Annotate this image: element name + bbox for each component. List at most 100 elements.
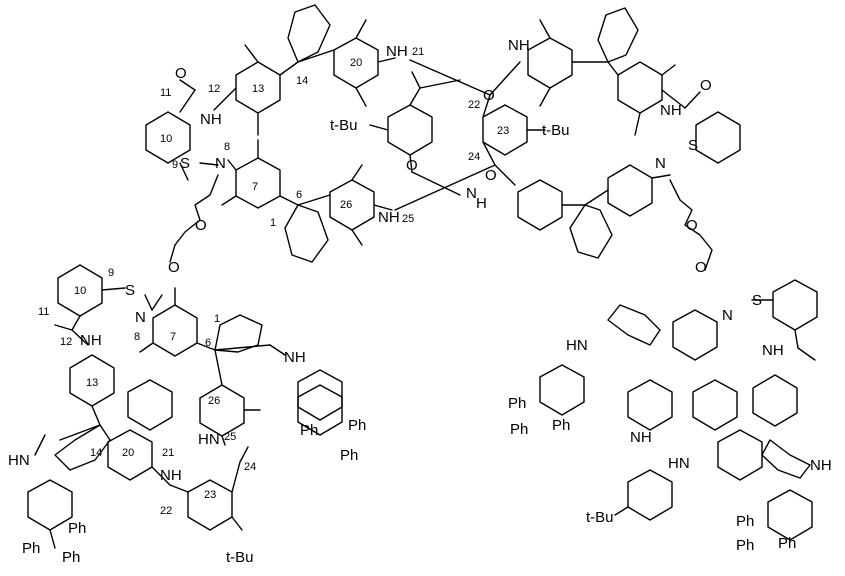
label-ph-3: Ph	[340, 447, 358, 464]
label-tbu-right: t-Bu	[542, 122, 570, 139]
num-7-bottom: 7	[170, 331, 176, 343]
ring-tr-e	[517, 179, 563, 231]
num-10-bottom: 10	[74, 285, 86, 297]
ring-bl-20	[107, 429, 153, 481]
label-ph-8: Ph	[510, 421, 528, 438]
label-tbu-bottom-left: t-Bu	[226, 549, 254, 566]
label-o-isophthal-bottom: O	[406, 157, 418, 174]
num-23-bottom: 23	[204, 489, 216, 501]
label-ph-6: Ph	[62, 549, 80, 566]
ring-bl-7	[152, 304, 198, 357]
label-o-ether-3: O	[686, 217, 698, 234]
label-tbu-top: t-Bu	[330, 117, 358, 134]
label-o-11: O	[175, 65, 187, 82]
bottom-right-unit	[539, 279, 818, 541]
ring-bl-trityl-phenyl-2	[297, 384, 343, 436]
label-n-8: N	[215, 155, 226, 172]
label-nh-br-right: NH	[762, 342, 784, 359]
ring-bl-trityl-phenyl	[27, 479, 73, 531]
label-s-top-left: S	[180, 155, 190, 172]
label-nh-21: NH	[386, 43, 408, 60]
num-6-top: 6	[296, 189, 302, 201]
num-7-top: 7	[252, 181, 258, 193]
num-14-top: 14	[296, 75, 308, 87]
cyclohexane-bl-14	[54, 424, 111, 471]
ring-br-e	[717, 429, 763, 481]
label-nh-tr-amide: NH	[660, 102, 682, 119]
num-13-top: 13	[252, 83, 264, 95]
num-24-top: 24	[468, 151, 480, 163]
label-ph-5: Ph	[68, 520, 86, 537]
num-22-bottom: 22	[160, 505, 172, 517]
label-ph-1: Ph	[300, 422, 318, 439]
label-tbu-bottom-right: t-Bu	[586, 509, 614, 526]
label-nh-21-bottom: NH	[160, 467, 182, 484]
label-s-bottom-left: S	[125, 282, 135, 299]
label-nh-25: NH	[378, 209, 400, 226]
ring-tr-b	[617, 61, 663, 114]
num-25-top: 25	[402, 213, 414, 225]
ring-br-b	[672, 309, 718, 361]
ring-10	[145, 111, 191, 164]
label-nh-br-middle: NH	[630, 429, 652, 446]
ring-br-a	[772, 279, 818, 331]
label-nh-bl-right: NH	[284, 349, 306, 366]
num-11-top: 11	[160, 87, 171, 99]
num-11-bottom: 11	[38, 306, 49, 318]
locant-numbers: 14 20 21 13 12 11 10 9 8 7 6 1 26 25 22 …	[38, 46, 509, 517]
label-nh-bl-12: NH	[80, 332, 102, 349]
label-n-br: N	[722, 307, 733, 324]
label-ph-7: Ph	[508, 395, 526, 412]
ring-tr-d	[607, 164, 653, 217]
ring-br-trityl-phenyl	[539, 364, 585, 416]
ring-br-g	[767, 489, 813, 541]
num-21-bottom: 21	[162, 447, 174, 459]
label-hn-bl: HN	[8, 452, 30, 469]
label-s-top-right: S	[688, 137, 698, 154]
num-1-bottom: 1	[214, 313, 220, 325]
label-s-bottom-right: S	[752, 292, 762, 309]
label-hn-br-left: HN	[566, 337, 588, 354]
ring-bl-23	[187, 479, 233, 531]
num-26-bottom: 26	[208, 395, 220, 407]
cyclohexane-br-bottom	[761, 439, 811, 479]
label-ph-2: Ph	[348, 417, 366, 434]
num-1-top: 1	[270, 217, 276, 229]
num-20-bottom: 20	[122, 447, 134, 459]
ring-br-phenyl	[692, 379, 738, 431]
num-9-bottom: 9	[108, 267, 114, 279]
label-o-22: O	[483, 87, 495, 104]
label-ph-11: Ph	[736, 537, 754, 554]
label-o-tr-amide: O	[700, 77, 712, 94]
cyclohexane-tr-top	[597, 7, 639, 63]
label-nh-br-far-right: NH	[810, 457, 832, 474]
ring-bl-phenyl-tr	[297, 369, 343, 421]
label-n-top-right: N	[655, 155, 666, 172]
cyclohexane-14	[287, 4, 331, 63]
cyclohexane-br-top	[607, 304, 661, 346]
ring-upper-isophthal	[387, 104, 433, 156]
ring-tr-a	[527, 37, 573, 89]
label-n-center: N	[466, 185, 477, 202]
label-ph-9: Ph	[552, 417, 570, 434]
num-21-top: 21	[412, 46, 424, 58]
num-20-top: 20	[350, 57, 362, 69]
num-6-bottom: 6	[205, 337, 211, 349]
ring-br-d	[752, 374, 798, 427]
num-26-top: 26	[340, 199, 352, 211]
label-n-bl-8: N	[135, 309, 146, 326]
bottom-left-unit	[27, 264, 343, 549]
num-25-bottom: 25	[224, 431, 236, 443]
label-nh-tr: NH	[508, 37, 530, 54]
ring-bl-26	[199, 384, 245, 437]
top-left-macrocycle	[145, 4, 396, 263]
central-isophthaloyl	[369, 59, 546, 211]
ring-bl-phenyl	[127, 379, 173, 431]
ring-tr-c	[695, 111, 741, 164]
cyclohexane-tr-bottom	[569, 204, 613, 259]
num-9-top: 9	[172, 159, 178, 171]
label-o-24: O	[485, 167, 497, 184]
cyclohexane-6	[284, 204, 329, 263]
cyclohexane-bl-1	[214, 314, 263, 353]
